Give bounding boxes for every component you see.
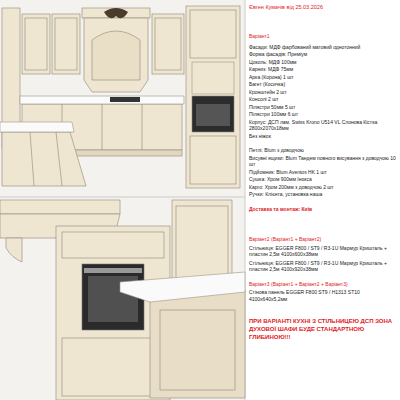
spec-line: Фасади: МДФ фарбований матовий однотонни… [249,44,397,51]
spec-line: Стільниця: EGGER F800 / ST9 / R3-1U Марм… [249,260,397,273]
spec-line: Ручки: Клієнта, установка наша [249,191,397,198]
warning-note: ПРИ ВАРІАНТІ КУХНІ З СТІЛЬНИЦЕЮ ДСП ЗОНА… [249,318,397,341]
spec-line: Пілястри 50мм 5 шт [249,104,397,111]
spec-line: Стінова панель EGGER F800 ST9 / H1313 ST… [249,289,397,302]
spec-line: Багет (Косичка) [249,81,397,88]
spec-line: Доставка та монтаж: Київ [249,206,397,213]
spec-line: Пілястри 100мм 6 шт [249,111,397,118]
spec-line: Форма фасадів: Преміум [249,51,397,58]
spec-line: Консолі 2 шт [249,96,397,103]
spec-line: Варіант2 (Варіант1 + Варіант2) [249,236,397,243]
spec-line: Варіант1 [249,33,397,40]
spec-line: Карго: Хром 200мм з доводчою 2 шт [249,184,397,191]
spec-line: Варіант3 (Варіант1 + Варіант2 + Варіант3… [249,281,397,288]
spec-line: Підйомник: Blum Aventos HK 1 шт [249,169,397,176]
spec-line: Без ніжок [249,133,397,140]
spec-line: Кронштейн 2 шт [249,89,397,96]
spec-line: Висувні ящики: Blum Тандем повного висув… [249,155,397,168]
spec-line: Петлі: Blum з доводчою [249,147,397,154]
spec-line: Арка (Корона) 1 шт [249,74,397,81]
spec-line: Корпус: ДСП лам. Swiss Krono U514 VL Сло… [249,119,397,132]
spec-line: Карниз: МДФ 75мм [249,66,397,73]
page-title: Євген Кумачів від 25.03.2026 [249,4,397,11]
spec-line: Цоколь: МДФ 100мм [249,59,397,66]
spec-line: Сушка: Хром 900мм Інокса [249,176,397,183]
spec-line: Стільниця: EGGER F800 / ST9 / R3-1U Марм… [249,245,397,258]
